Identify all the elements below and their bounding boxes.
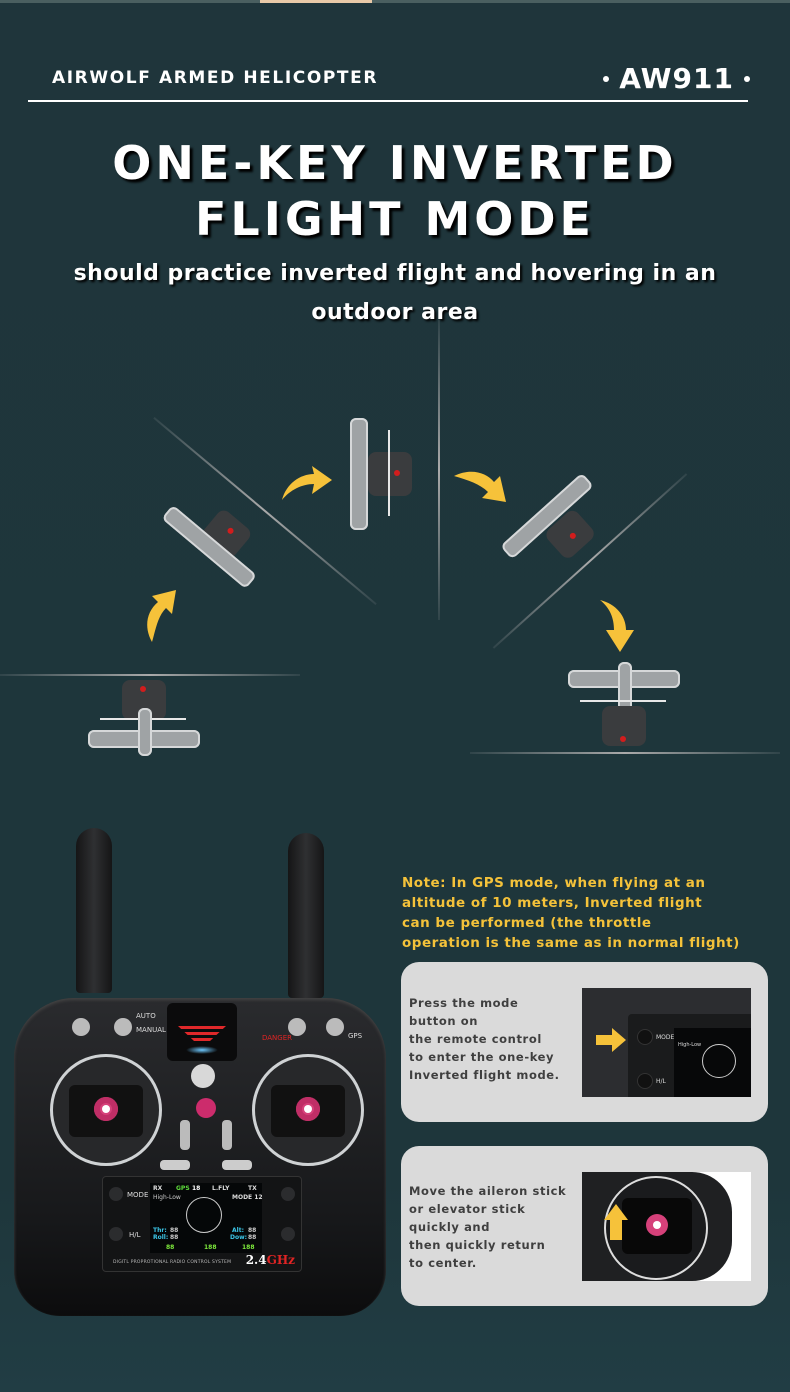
mode-label: MODE (656, 1034, 675, 1041)
bullet-dot-icon (744, 75, 750, 82)
high-low-text: High-Low (678, 1042, 702, 1048)
direction-value: 188 (242, 1244, 255, 1251)
page-title-line2: FLIGHT MODE (195, 192, 595, 246)
toggle-switch-1 (72, 1018, 90, 1036)
curved-arrow-right-icon (282, 466, 332, 500)
alt-value: 88 (248, 1227, 257, 1234)
gps-count: 18 (192, 1185, 201, 1192)
top-strip-accent (260, 0, 372, 3)
helicopter-inverted-icon (470, 650, 780, 760)
side-button-right-bottom (281, 1227, 295, 1241)
curved-arrow-up-icon (147, 590, 176, 642)
gps-switch-label: GPS (348, 1032, 363, 1040)
mode-indicator: MODE 12 (232, 1194, 263, 1201)
curved-arrow-down-right-icon (454, 471, 506, 502)
horizontal-trim-right (222, 1160, 252, 1170)
gps-indicator: GPS (176, 1185, 190, 1192)
gps-note: Note: In GPS mode, when flying at an alt… (402, 875, 740, 951)
left-stick (94, 1097, 118, 1121)
top-strip (0, 0, 790, 3)
step-2-text: Move the aileron stick or elevator stick… (409, 1184, 567, 1270)
tx-indicator: TX (248, 1185, 257, 1192)
dow-label: Dow: (230, 1234, 248, 1241)
auto-label: AUTO (136, 1012, 156, 1020)
lcd-screen: RX GPS 18 L.FLY TX High-Low MODE 12 Thr:… (150, 1183, 263, 1253)
antenna-right (288, 833, 324, 998)
curved-arrow-down-icon (600, 600, 634, 652)
page-subtitle: should practice inverted flight and hove… (73, 261, 717, 325)
helicopter-upright-icon (0, 660, 300, 760)
mode-button-closeup-image: MODE H/L High-Low (582, 988, 751, 1097)
right-stick (296, 1097, 320, 1121)
gimbal-closeup-image (582, 1172, 751, 1281)
thr-label: Thr: (153, 1227, 167, 1234)
horizontal-trim-left (160, 1160, 190, 1170)
rx-indicator: RX (153, 1185, 163, 1192)
thr-value: 88 (170, 1227, 179, 1234)
toggle-switch-gps (326, 1018, 344, 1036)
pink-knob (196, 1098, 216, 1118)
danger-label: DANGER (262, 1034, 293, 1042)
step-card-stick-movement: Move the aileron stick or elevator stick… (401, 1146, 768, 1306)
bullet-dot-icon (603, 75, 610, 82)
step-1-text: Press the mode button on the remote cont… (409, 996, 560, 1082)
hl-button-label: H/L (129, 1231, 141, 1239)
alt-label: Alt: (232, 1227, 244, 1234)
roll-label: Roll: (153, 1234, 169, 1241)
helicopter-sideways-icon (338, 320, 448, 620)
controller-display-panel: MODE H/L RX GPS 18 L.FLY TX High-Low MOD… (102, 1176, 302, 1272)
dow-value: 88 (248, 1234, 257, 1241)
compass-icon (186, 1197, 222, 1233)
fly-mode: L.FLY (212, 1185, 230, 1192)
high-low-label: High-Low (153, 1194, 181, 1201)
page-title-line1: ONE-KEY INVERTED (112, 136, 678, 190)
pointing-arrow-up-icon (604, 1204, 628, 1240)
hl-label: H/L (656, 1078, 666, 1085)
remote-controller-image: AUTO MANUAL DANGER GPS MODE H/L RX GPS (14, 828, 386, 1318)
frequency-badge: 2.4GHz (245, 1253, 295, 1267)
right-gimbal (252, 1054, 364, 1166)
pointing-arrow-right-icon (596, 1028, 626, 1052)
power-button-icon (191, 1064, 215, 1088)
trim-left (180, 1120, 190, 1150)
model-name: AW911 (619, 62, 734, 95)
mode-button (109, 1187, 123, 1201)
system-label: DIGITL PROPROTIONAL RADIO CONTROL SYSTEM (113, 1260, 232, 1265)
roll-value: 88 (170, 1234, 179, 1241)
product-line-label: AIRWOLF ARMED HELICOPTER (52, 68, 379, 88)
left-gimbal (50, 1054, 162, 1166)
header-divider (28, 100, 748, 102)
model-badge: AW911 (603, 62, 750, 95)
distance-value: 188 (204, 1244, 217, 1251)
toggle-switch-auto-manual (114, 1018, 132, 1036)
mode-button-label: MODE (127, 1191, 149, 1199)
antenna-left (76, 828, 112, 993)
helicopter-tilted-icon (130, 400, 377, 620)
status-glow (186, 1046, 218, 1054)
manual-label: MANUAL (136, 1026, 166, 1034)
trim-right (222, 1120, 232, 1150)
speed-value: 88 (166, 1244, 175, 1251)
hl-button (109, 1227, 123, 1241)
toggle-switch-lock (288, 1018, 306, 1036)
side-button-right-top (281, 1187, 295, 1201)
step-card-mode-button: Press the mode button on the remote cont… (401, 962, 768, 1122)
